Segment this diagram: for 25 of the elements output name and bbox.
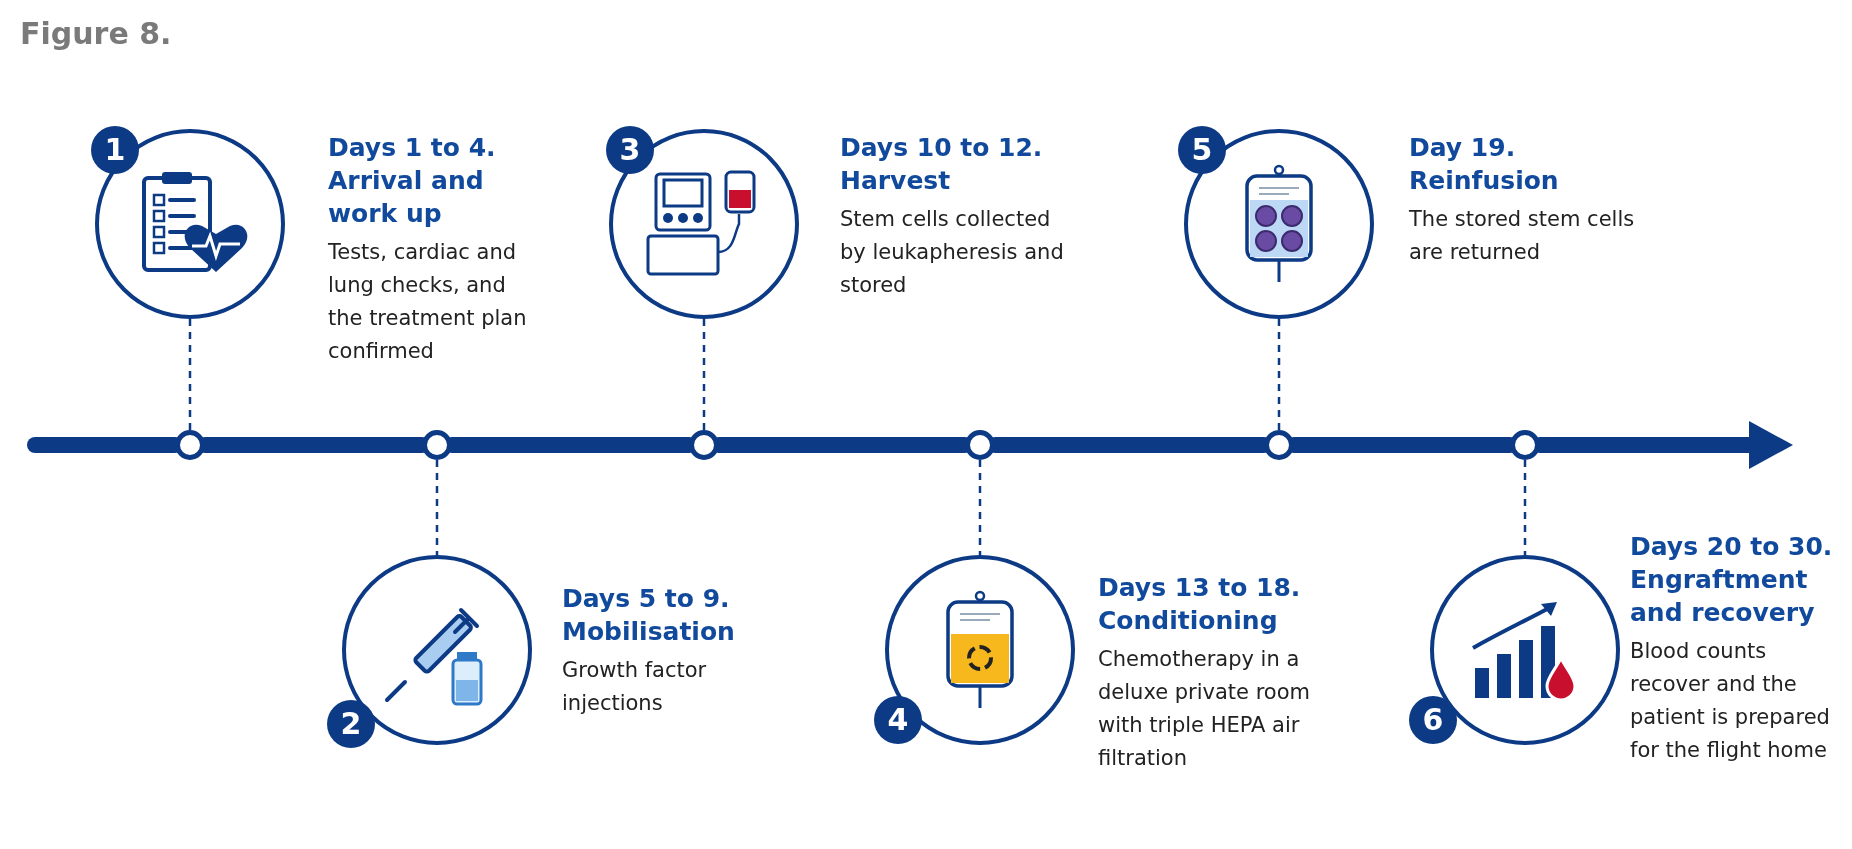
step-description: Tests, cardiac and lung checks, and the treatment plan confirmed xyxy=(328,239,528,365)
step-number: 2 xyxy=(327,700,375,748)
step-heading: Days 20 to 30. Engraftment and recovery xyxy=(1630,531,1834,629)
dashed-connector xyxy=(1523,460,1527,555)
step-number: 3 xyxy=(606,126,654,174)
step-number: 6 xyxy=(1409,696,1457,744)
step-number: 1 xyxy=(91,126,139,174)
step-description: Chemotherapy in a deluxe private room with triple HEPA air filtration xyxy=(1098,646,1312,772)
step-description: The stored stem cells are returned xyxy=(1409,206,1636,266)
dashed-connector xyxy=(435,460,439,555)
step-number: 5 xyxy=(1178,126,1226,174)
dashed-connector xyxy=(978,460,982,555)
figure-title: Figure 8. xyxy=(20,16,172,51)
dashed-connector xyxy=(1277,319,1281,430)
step-heading: Day 19. Reinfusion xyxy=(1409,132,1560,197)
step-description: Stem cells collected by leukapheresis and stored xyxy=(840,206,1065,299)
step-description: Blood counts recover and the patient is prepared for the flight home xyxy=(1630,638,1831,764)
step-description: Growth factor injections xyxy=(562,657,708,717)
step-heading: Days 10 to 12. Harvest xyxy=(840,132,1044,197)
step-heading: Days 1 to 4. Arrival and work up xyxy=(328,132,497,230)
step-heading: Days 13 to 18. Conditioning xyxy=(1098,572,1302,637)
step-heading: Days 5 to 9. Mobilisation xyxy=(562,583,736,648)
dashed-connector xyxy=(188,319,192,430)
dashed-connector xyxy=(702,319,706,430)
step-number: 4 xyxy=(874,696,922,744)
